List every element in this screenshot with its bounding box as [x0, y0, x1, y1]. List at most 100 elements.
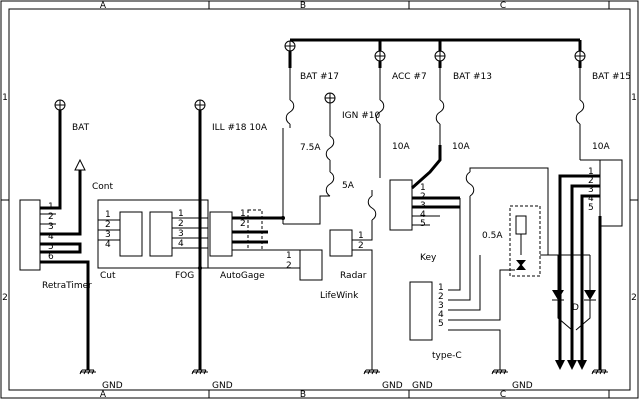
relay-contact-icon [516, 264, 526, 270]
pin-number: 1 [48, 202, 54, 212]
frame-col-label: A [100, 1, 107, 11]
terminal-icon [324, 92, 336, 104]
label-radar: Radar [340, 271, 367, 281]
wire [283, 195, 330, 225]
relay-coil [515, 215, 527, 235]
right-connector [599, 159, 623, 227]
cut-module [119, 211, 143, 257]
arrow-down-icon [555, 360, 565, 370]
arrow-down-icon [577, 360, 587, 370]
autogage-module [209, 211, 233, 257]
terminal-icon [54, 99, 66, 111]
fuse-icon [325, 135, 335, 161]
autogage-shield [247, 209, 263, 251]
pin-number: 2 [588, 176, 594, 186]
label-0-5a-fuse: 0.5A [482, 231, 503, 241]
fuse-icon [367, 195, 377, 221]
ground-icon [79, 369, 96, 375]
pin-number: 2 [358, 241, 364, 251]
cut-fog-frame [97, 199, 209, 269]
wire [448, 198, 461, 291]
lifewink-module [299, 249, 323, 281]
pin-number: 2 [438, 292, 444, 302]
ground-icon [191, 369, 208, 375]
wire [352, 249, 373, 370]
label-ill: ILL #18 10A [212, 123, 268, 133]
frame-col-label: C [500, 1, 506, 11]
fuse-icon [285, 99, 295, 125]
pin-number: 1 [438, 283, 444, 293]
key-connector [389, 179, 413, 231]
label-typec: type-C [432, 351, 462, 361]
pin-number: 4 [420, 210, 426, 220]
pin-number: 1 [286, 251, 292, 261]
wire [580, 194, 600, 360]
pin-number: 5 [438, 319, 444, 329]
pin-number: 2 [48, 212, 54, 222]
label-acc-fuse: 10A [392, 142, 410, 152]
wire [570, 184, 600, 360]
label-bat-left: BAT [72, 123, 90, 133]
pin-number: 2 [105, 220, 111, 230]
fuse-icon [375, 99, 385, 125]
frame-col-label: B [300, 1, 306, 11]
label-gnd: GND [412, 381, 433, 391]
pin-number: 4 [48, 232, 54, 242]
wire [448, 269, 515, 321]
pin-number: 4 [438, 310, 444, 320]
pin-number: 3 [48, 222, 54, 232]
terminal-icon [374, 50, 386, 62]
junction-dot [198, 266, 202, 270]
label-gnd: GND [512, 381, 533, 391]
pin-number: 2 [240, 219, 246, 229]
arrow-down-icon [567, 360, 577, 370]
label-gnd: GND [102, 381, 123, 391]
junction-dot [281, 216, 285, 220]
frame-col-label: A [100, 390, 107, 400]
label-gnd: GND [212, 381, 233, 391]
pin-number: 1 [105, 210, 111, 220]
terminal-icon [434, 50, 446, 62]
label-lifewink: LifeWink [320, 291, 359, 301]
label-bat15-fuse: 10A [592, 142, 610, 152]
pin-number: 4 [588, 194, 594, 204]
frame-row-label: 2 [2, 293, 8, 303]
pin-number: 2 [178, 219, 184, 229]
label-bat13-fuse: 10A [452, 142, 470, 152]
fog-module [149, 211, 173, 257]
pin-number: 3 [105, 230, 111, 240]
wire [40, 170, 82, 236]
label-acc7: ACC #7 [392, 72, 427, 82]
pin-number: 1 [420, 183, 426, 193]
wire [40, 110, 62, 210]
pin-number: 5 [588, 203, 594, 213]
label-retratimer: RetraTimer [42, 281, 92, 291]
pin-number: 1 [588, 167, 594, 177]
pin-number: 1 [178, 209, 184, 219]
pin-number: 5 [420, 219, 426, 229]
pin-number: 4 [105, 240, 111, 250]
cont-triangle-icon [74, 158, 86, 171]
radar-module [329, 229, 353, 257]
pin-number: 6 [48, 252, 54, 262]
wire [40, 260, 90, 370]
pin-number: 3 [438, 301, 444, 311]
wire [557, 300, 573, 331]
label-fog: FOG [175, 271, 194, 281]
pin-number: 4 [178, 239, 184, 249]
wire [469, 167, 549, 255]
fuse-icon [465, 171, 475, 197]
label-7-5a-fuse: 7.5A [300, 143, 321, 153]
terminal-icon [284, 40, 296, 52]
wire [575, 300, 591, 331]
terminal-icon [574, 50, 586, 62]
pin-number: 5 [48, 242, 54, 252]
wire [448, 255, 481, 311]
frame-row-label: 2 [631, 293, 637, 303]
diode-icon [584, 290, 596, 300]
label-gnd: GND [382, 381, 403, 391]
frame-col-label: C [500, 390, 506, 400]
retratimer-connector [19, 199, 41, 271]
fuse-icon [325, 171, 335, 197]
